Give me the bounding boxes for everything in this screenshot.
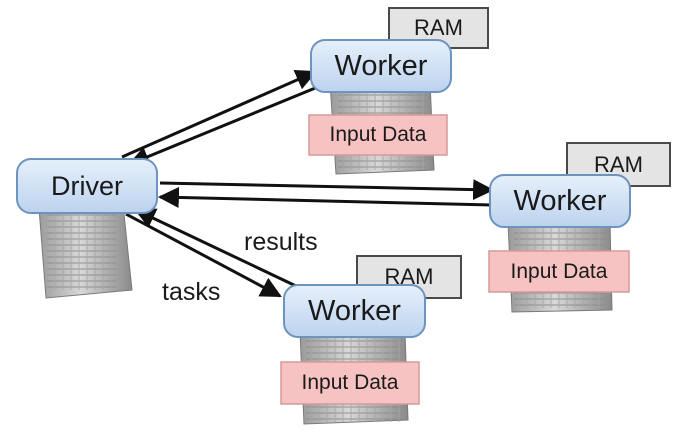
- driver-server-icon: [37, 194, 133, 299]
- arrows: [121, 70, 495, 298]
- worker-2-input-label: Input Data: [510, 259, 608, 283]
- arrow-driver-to-worker-2: [159, 179, 495, 201]
- worker-3-box: [283, 284, 426, 338]
- worker-2-label: Worker: [513, 184, 607, 217]
- worker-1-label: Worker: [334, 49, 428, 82]
- worker-3-input-box: [280, 361, 420, 405]
- worker-3-input-label: Input Data: [301, 371, 399, 394]
- driver-box: [16, 158, 158, 214]
- worker-2-input-box: [488, 250, 630, 293]
- worker-3-label: Worker: [308, 294, 401, 327]
- arrow-driver-to-worker-3: [125, 212, 282, 298]
- worker-1-ram-label: RAM: [414, 15, 463, 40]
- arrow-worker-2-to-driver: [157, 186, 493, 208]
- arrow-worker-1-to-driver: [128, 82, 326, 167]
- results-label: results: [244, 228, 318, 256]
- tasks-label: tasks: [162, 278, 221, 306]
- arrow-worker-3-to-driver: [134, 208, 297, 288]
- worker-3-ram-label: RAM: [384, 264, 434, 289]
- arrow-driver-to-worker-1: [121, 70, 317, 159]
- worker-1-input-box: [308, 114, 448, 156]
- worker-1-input-label: Input Data: [329, 123, 427, 146]
- driver-label: Driver: [51, 170, 123, 201]
- worker-1-box: [310, 39, 452, 93]
- worker-2-box: [489, 174, 631, 228]
- worker-2-ram-label: RAM: [594, 151, 643, 177]
